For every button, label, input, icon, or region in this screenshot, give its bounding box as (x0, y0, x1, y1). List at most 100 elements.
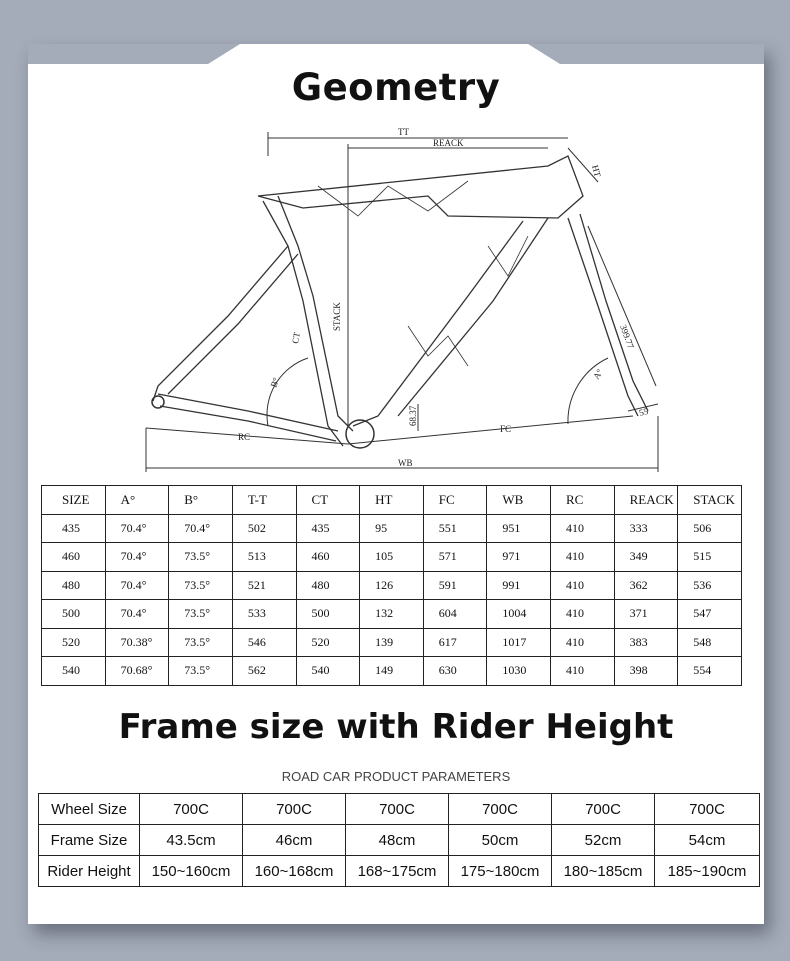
table-cell: 73.5° (168, 656, 233, 686)
table-cell: 70.4° (104, 513, 170, 543)
table-cell: 50cm (448, 824, 552, 856)
table-cell: 551 (422, 513, 488, 543)
table-cell: 1004 (486, 599, 551, 629)
table-cell: 520 (295, 627, 361, 657)
table-cell: 951 (486, 513, 551, 543)
table-cell: 521 (231, 570, 297, 600)
table-cell: 70.4° (104, 542, 170, 572)
label-b-angle: B° (268, 376, 281, 389)
table-cell: 971 (486, 542, 551, 572)
header-stack: STACK (677, 485, 742, 515)
table-cell: 540 (41, 656, 106, 686)
table-cell: 700C (242, 793, 346, 825)
table-cell: 73.5° (168, 627, 233, 657)
table-cell: 540 (295, 656, 361, 686)
table-cell: 700C (448, 793, 552, 825)
table-cell: 700C (139, 793, 243, 825)
table-cell: 700C (345, 793, 449, 825)
table-cell: 410 (550, 656, 615, 686)
table-cell: 175~180cm (448, 855, 552, 887)
table-cell: 547 (677, 599, 742, 629)
table-cell: 349 (613, 542, 679, 572)
table-cell: 70.4° (104, 570, 170, 600)
table-cell: 48cm (345, 824, 449, 856)
label-reack: REACK (433, 138, 464, 148)
table-cell: 180~185cm (551, 855, 655, 887)
table-cell: 554 (677, 656, 742, 686)
table-cell: 132 (359, 599, 424, 629)
table-cell: 410 (550, 513, 615, 543)
table-cell: 435 (41, 513, 106, 543)
page-title: Geometry (291, 66, 501, 109)
label-a-angle: A° (591, 367, 605, 381)
table-cell: 70.4° (168, 513, 233, 543)
row-label: Wheel Size (38, 793, 140, 825)
table-cell: 168~175cm (345, 855, 449, 887)
geometry-table: SIZE A° B° T-T CT HT FC WB RC REACK STAC… (41, 485, 742, 686)
table-cell: 185~190cm (654, 855, 760, 887)
table-cell: 54cm (654, 824, 760, 856)
table-cell: 520 (41, 627, 106, 657)
table-cell: 435 (295, 513, 361, 543)
table-cell: 562 (231, 656, 297, 686)
table-cell: 46cm (242, 824, 346, 856)
label-stack: STACK (332, 302, 342, 331)
table-cell: 139 (359, 627, 424, 657)
table-cell: 506 (677, 513, 742, 543)
table-cell: 991 (486, 570, 551, 600)
table-cell: 700C (551, 793, 655, 825)
label-offset: 55 (638, 406, 650, 418)
label-ct: CT (290, 331, 302, 345)
section-title: Frame size with Rider Height (118, 707, 674, 747)
section-subtitle: ROAD CAR PRODUCT PARAMETERS (281, 769, 511, 784)
table-cell: 1030 (486, 656, 551, 686)
header-tt: T-T (231, 485, 297, 515)
table-cell: 480 (295, 570, 361, 600)
table-cell: 500 (41, 599, 106, 629)
label-tt: TT (398, 127, 409, 137)
table-cell: 149 (359, 656, 424, 686)
row-label: Rider Height (38, 855, 140, 887)
table-cell: 73.5° (168, 542, 233, 572)
table-cell: 371 (613, 599, 679, 629)
table-cell: 398 (613, 656, 679, 686)
table-cell: 533 (231, 599, 297, 629)
table-cell: 1017 (486, 627, 551, 657)
label-ht: HT (590, 164, 603, 179)
table-cell: 513 (231, 542, 297, 572)
table-cell: 571 (422, 542, 488, 572)
table-cell: 73.5° (168, 570, 233, 600)
table-cell: 105 (359, 542, 424, 572)
header-ct: CT (295, 485, 361, 515)
table-cell: 410 (550, 599, 615, 629)
header-a-angle: A° (104, 485, 170, 515)
table-cell: 43.5cm (139, 824, 243, 856)
header-ht: HT (359, 485, 424, 515)
table-cell: 515 (677, 542, 742, 572)
table-cell: 502 (231, 513, 297, 543)
row-label: Frame Size (38, 824, 140, 856)
table-cell: 70.38° (104, 627, 170, 657)
table-cell: 410 (550, 542, 615, 572)
table-cell: 333 (613, 513, 679, 543)
table-cell: 500 (295, 599, 361, 629)
table-cell: 460 (295, 542, 361, 572)
label-rc: RC (238, 432, 250, 442)
label-wb: WB (398, 458, 413, 468)
table-cell: 70.4° (104, 599, 170, 629)
table-cell: 548 (677, 627, 742, 657)
table-cell: 460 (41, 542, 106, 572)
header-wb: WB (486, 485, 551, 515)
table-cell: 52cm (551, 824, 655, 856)
table-cell: 70.68° (104, 656, 170, 686)
